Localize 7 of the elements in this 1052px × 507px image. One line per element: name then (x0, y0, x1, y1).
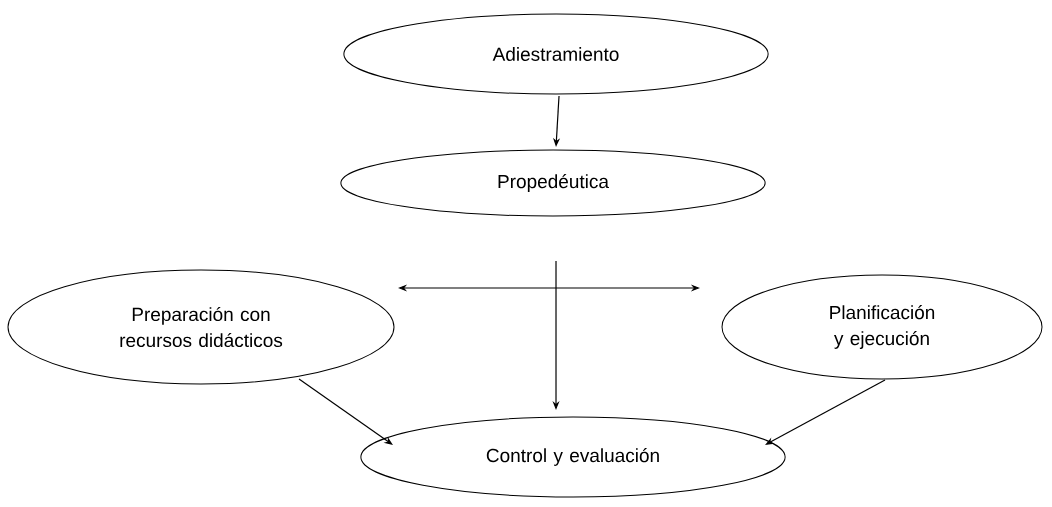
ellipse-node: Propedéutica (340, 149, 766, 217)
arrow (298, 378, 393, 445)
ellipse-node: Planificación y ejecución (721, 274, 1043, 380)
arrow (765, 379, 886, 445)
ellipse-node: Control y evaluación (360, 416, 786, 498)
ellipse-node: Adiestramiento (343, 13, 769, 95)
ellipse-node: Preparación con recursos didácticos (7, 269, 395, 385)
